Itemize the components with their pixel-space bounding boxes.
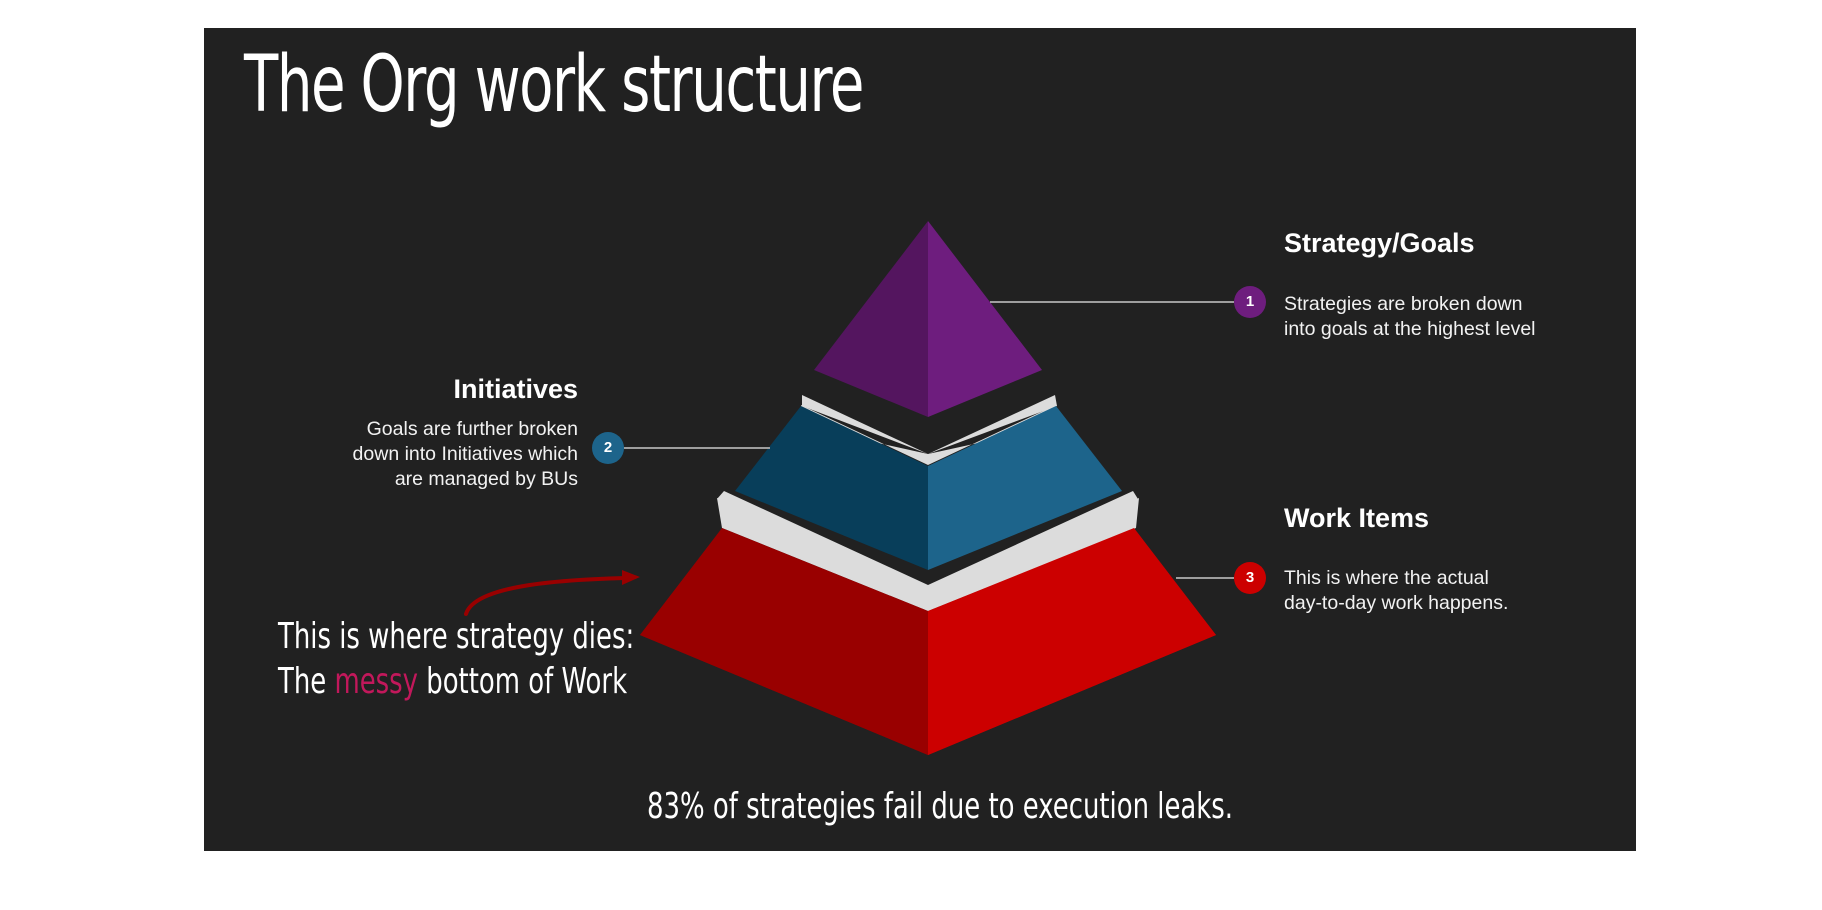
level-2-badge: 2 [592, 432, 624, 464]
pyramid-level-work-items [640, 491, 1216, 755]
level-1-badge: 1 [1234, 286, 1266, 318]
curved-arrow-icon [464, 570, 640, 616]
level-3-badge: 3 [1234, 562, 1266, 594]
level-2-description: Goals are further broken down into Initi… [352, 418, 578, 490]
level-2-heading: Initiatives [453, 374, 578, 404]
level-3-heading: Work Items [1284, 503, 1430, 533]
pyramid-diagram [464, 221, 1234, 755]
level-3-description: This is where the actual day-to-day work… [1284, 567, 1509, 614]
pyramid-level-initiatives [735, 395, 1122, 570]
messy-highlight: messy [334, 661, 419, 702]
slide-title: The Org work structure [244, 40, 864, 130]
pyramid-level-strategy [814, 221, 1042, 417]
level-1-description: Strategies are broken down into goals at… [1284, 293, 1536, 340]
callout-text: This is where strategy dies: The messy b… [278, 616, 635, 702]
footer-statistic: 83% of strategies fail due to execution … [647, 786, 1234, 827]
level-1-heading: Strategy/Goals [1284, 228, 1475, 258]
slide: The Org work structure [204, 28, 1636, 851]
